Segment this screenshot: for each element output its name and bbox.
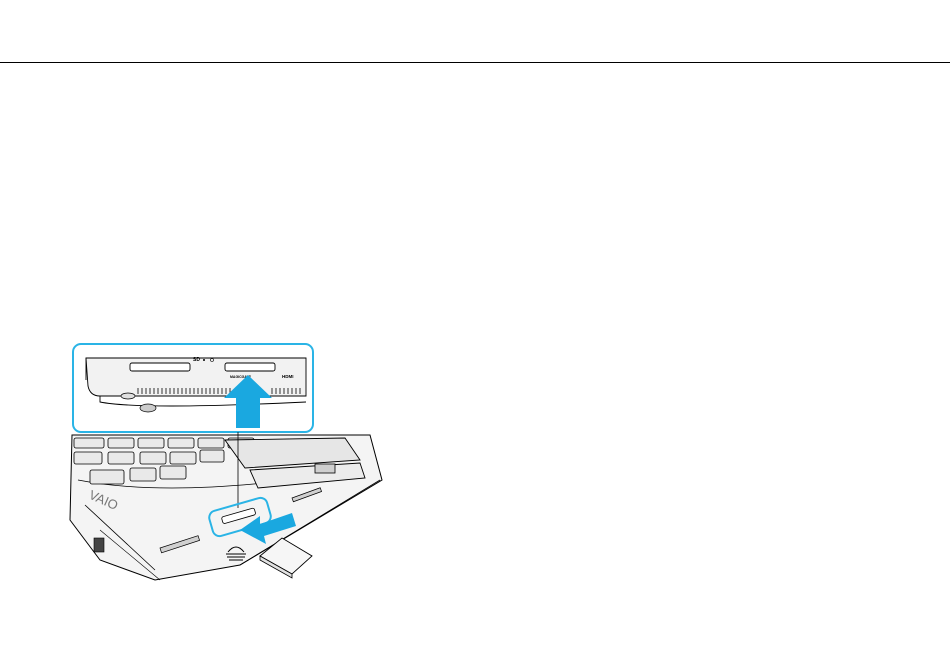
- zoom-callout: SD MAGICGATE HDMI: [73, 344, 313, 432]
- header-divider: [0, 62, 950, 63]
- hdmi-label: HDMI: [282, 374, 294, 379]
- memory-stick-insertion-illustration: VAIO SD MAGICGATE HDMI: [60, 330, 390, 585]
- sd-slot: [130, 363, 190, 371]
- sd-label: SD: [193, 357, 200, 363]
- memory-stick-slot: [225, 363, 275, 371]
- illustration-svg: VAIO SD MAGICGATE HDMI: [60, 330, 390, 585]
